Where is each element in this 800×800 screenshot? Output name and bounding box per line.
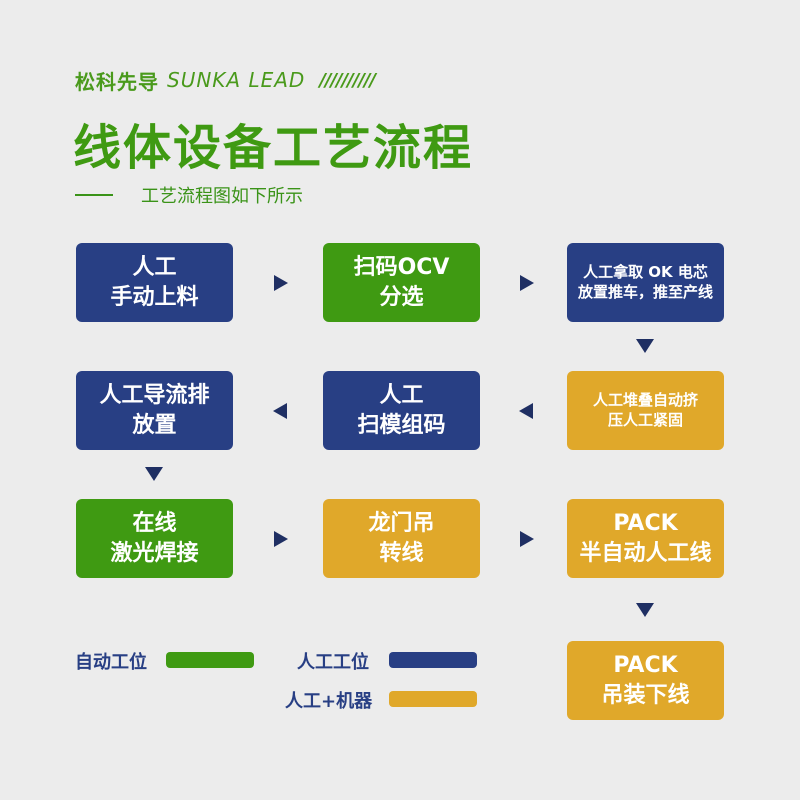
- step-text: 人工拿取 OK 电芯: [583, 262, 708, 281]
- legend-mixed-label: 人工+机器: [285, 691, 373, 712]
- step-text: 压人工紧固: [607, 410, 683, 429]
- step-text: 放置: [132, 412, 177, 438]
- step-box-2: 扫码OCV 分选: [323, 243, 480, 322]
- subtitle-line: [75, 194, 113, 196]
- step-box-10: PACK 吊装下线: [567, 641, 724, 720]
- brand-en: SUNKA LEAD: [167, 68, 306, 92]
- step-text: 吊装下线: [601, 682, 690, 708]
- page-title: 线体设备工艺流程: [73, 120, 474, 176]
- arrow-right-icon: [520, 531, 534, 547]
- arrow-down-icon: [636, 339, 654, 353]
- step-text: 人工导流排: [99, 383, 210, 409]
- step-text: 人工堆叠自动挤: [592, 390, 698, 409]
- legend-mixed-swatch: [389, 691, 477, 707]
- arrow-down-icon: [145, 467, 163, 481]
- legend-auto-label: 自动工位: [75, 652, 147, 673]
- legend-manual-swatch: [389, 652, 477, 668]
- brand-cn: 松科先导: [75, 69, 159, 94]
- step-box-9: PACK 半自动人工线: [567, 499, 724, 578]
- step-text: PACK: [613, 511, 678, 537]
- step-box-8: 龙门吊 转线: [323, 499, 480, 578]
- arrow-left-icon: [273, 403, 287, 419]
- step-text: 转线: [379, 540, 424, 566]
- step-text: 放置推车，推至产线: [577, 282, 713, 301]
- step-text: 手动上料: [110, 284, 199, 310]
- step-box-3: 人工拿取 OK 电芯 放置推车，推至产线: [567, 243, 724, 322]
- step-text: 人工: [132, 255, 177, 281]
- brand-stripes: //////////: [319, 69, 376, 91]
- step-text: 扫码OCV: [353, 255, 450, 281]
- step-box-5: 人工 扫模组码: [323, 371, 480, 450]
- arrow-right-icon: [520, 275, 534, 291]
- step-box-7: 在线 激光焊接: [76, 499, 233, 578]
- subtitle-row: 工艺流程图如下所示: [75, 182, 303, 208]
- legend-auto-swatch: [166, 652, 254, 668]
- step-text: 在线: [132, 511, 177, 537]
- step-box-1: 人工 手动上料: [76, 243, 233, 322]
- step-text: 龙门吊: [368, 511, 435, 537]
- subtitle: 工艺流程图如下所示: [141, 186, 303, 207]
- arrow-right-icon: [274, 275, 288, 291]
- step-box-6: 人工导流排 放置: [76, 371, 233, 450]
- step-text: 激光焊接: [110, 540, 199, 566]
- step-box-4: 人工堆叠自动挤 压人工紧固: [567, 371, 724, 450]
- step-text: 半自动人工线: [579, 540, 712, 566]
- arrow-down-icon: [636, 603, 654, 617]
- arrow-right-icon: [274, 531, 288, 547]
- step-text: PACK: [613, 653, 678, 679]
- step-text: 分选: [379, 284, 424, 310]
- legend-manual-label: 人工工位: [297, 652, 369, 673]
- step-text: 人工: [379, 383, 424, 409]
- brand: 松科先导 SUNKA LEAD //////////: [75, 66, 376, 94]
- step-text: 扫模组码: [357, 412, 446, 438]
- arrow-left-icon: [519, 403, 533, 419]
